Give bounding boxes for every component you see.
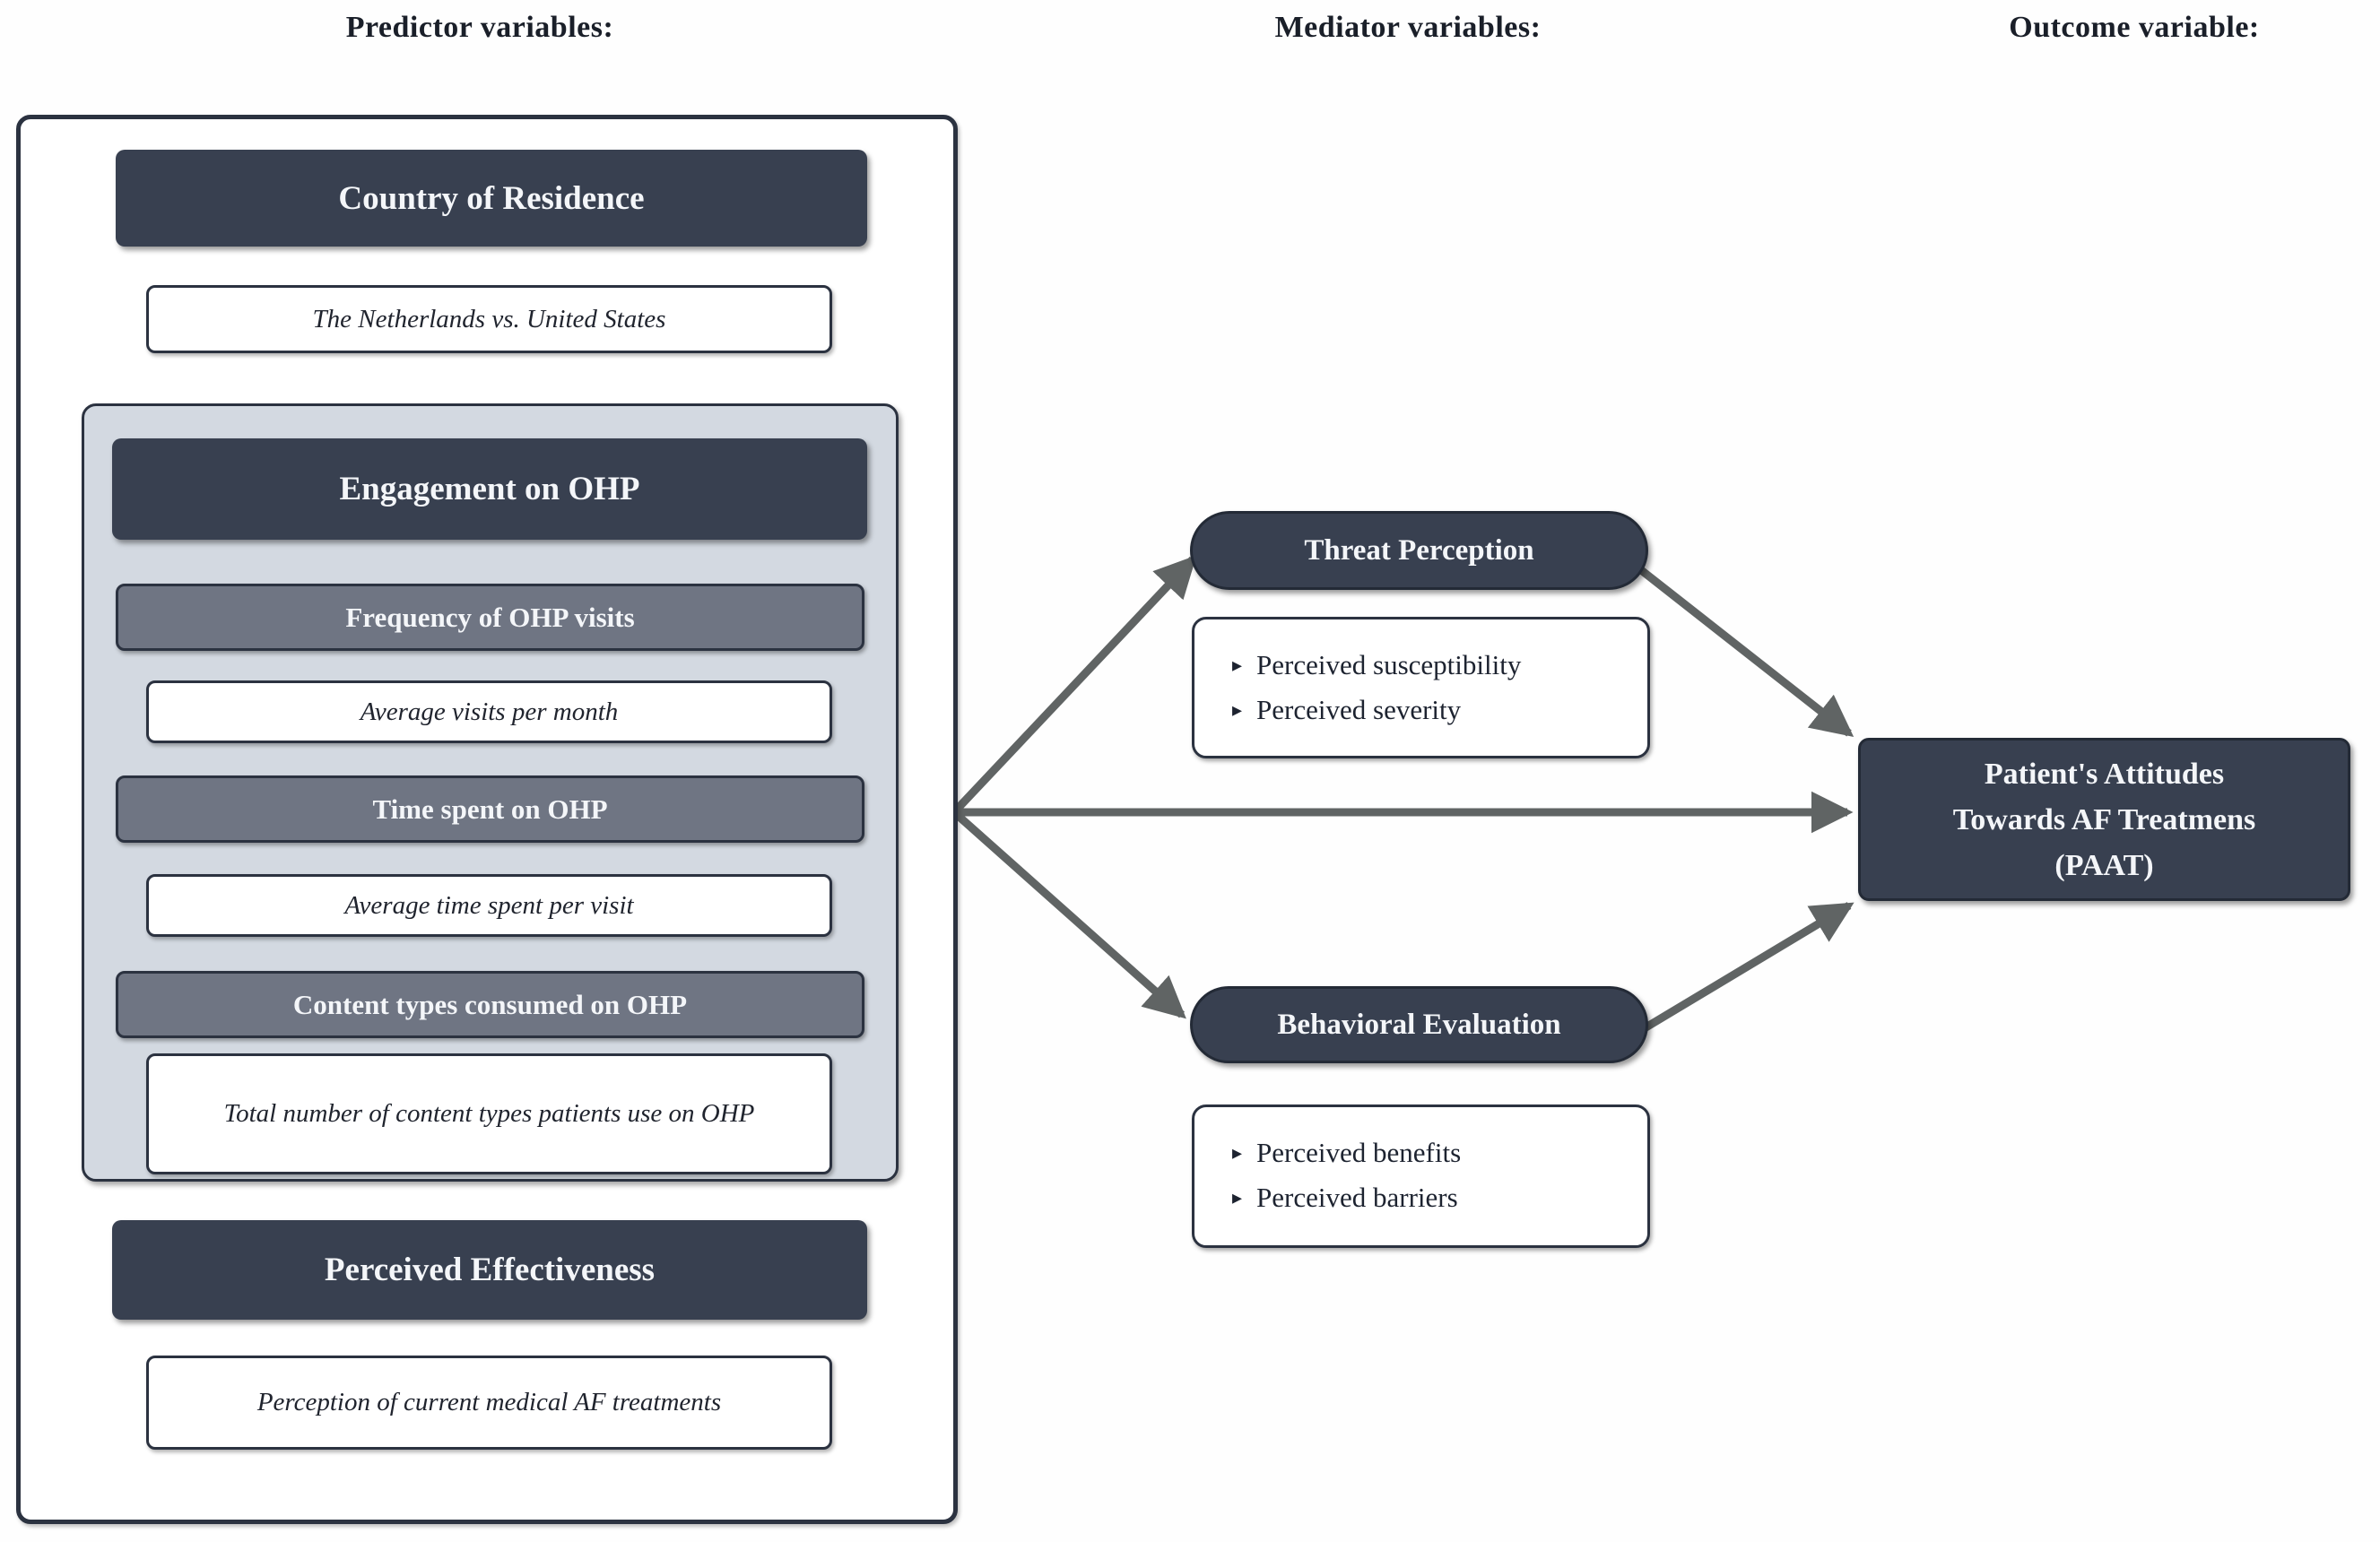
country-of-residence-value: The Netherlands vs. United States — [146, 285, 832, 353]
threat-perception-card: ▸ Perceived susceptibility ▸ Perceived s… — [1192, 617, 1650, 758]
list-item: ▸ Perceived severity — [1232, 688, 1626, 732]
outcome-column-header: Outcome variable: — [2009, 11, 2260, 44]
engagement-header: Engagement on OHP — [112, 438, 867, 540]
behavioral-bullet-benefits: Perceived benefits — [1256, 1137, 1462, 1168]
time-spent-on-ohp-label: Time spent on OHP — [116, 775, 864, 843]
mediator-column-header: Mediator variables: — [1274, 11, 1542, 44]
content-types-consumed-label: Content types consumed on OHP — [116, 971, 864, 1038]
frequency-of-ohp-visits-value: Average visits per month — [146, 680, 832, 743]
predictor-column-header: Predictor variables: — [345, 11, 614, 44]
behavioral-evaluation-header: Behavioral Evaluation — [1190, 986, 1648, 1063]
country-of-residence-header: Country of Residence — [116, 150, 867, 247]
bullet-icon: ▸ — [1232, 654, 1243, 676]
arrow-predictors-to-threat — [951, 555, 1197, 816]
predictor-panel: Country of Residence The Netherlands vs.… — [16, 115, 958, 1524]
paat-line-1: Patient's Attitudes — [1984, 757, 2225, 791]
arrow-predictors-to-behavioral — [951, 809, 1186, 1019]
threat-bullet-severity: Perceived severity — [1256, 694, 1462, 726]
bullet-icon: ▸ — [1232, 1141, 1243, 1164]
threat-perception-header: Threat Perception — [1190, 511, 1648, 590]
bullet-icon: ▸ — [1232, 1186, 1243, 1209]
list-item: ▸ Perceived benefits — [1232, 1131, 1626, 1175]
threat-bullet-susceptibility: Perceived susceptibility — [1256, 649, 1522, 680]
arrow-threat-to-outcome — [1629, 559, 1854, 738]
behavioral-evaluation-card: ▸ Perceived benefits ▸ Perceived barrier… — [1192, 1105, 1650, 1248]
list-item: ▸ Perceived susceptibility — [1232, 643, 1626, 688]
perceived-effectiveness-header: Perceived Effectiveness — [112, 1220, 867, 1320]
list-item: ▸ Perceived barriers — [1232, 1175, 1626, 1220]
perceived-effectiveness-value: Perception of current medical AF treatme… — [146, 1356, 832, 1450]
paat-outcome-box: Patient's Attitudes Towards AF Treatmens… — [1858, 738, 2350, 901]
frequency-of-ohp-visits-label: Frequency of OHP visits — [116, 584, 864, 651]
content-types-consumed-value: Total number of content types patients u… — [146, 1053, 832, 1174]
arrow-behavioral-to-outcome — [1631, 902, 1854, 1038]
bullet-icon: ▸ — [1232, 698, 1243, 722]
paat-line-2: Towards AF Treatmens — [1952, 802, 2256, 836]
engagement-group: Engagement on OHP Frequency of OHP visit… — [82, 403, 899, 1182]
time-spent-on-ohp-value: Average time spent per visit — [146, 874, 832, 937]
behavioral-bullet-barriers: Perceived barriers — [1256, 1182, 1458, 1214]
paat-line-3: (PAAT) — [2054, 848, 2154, 882]
